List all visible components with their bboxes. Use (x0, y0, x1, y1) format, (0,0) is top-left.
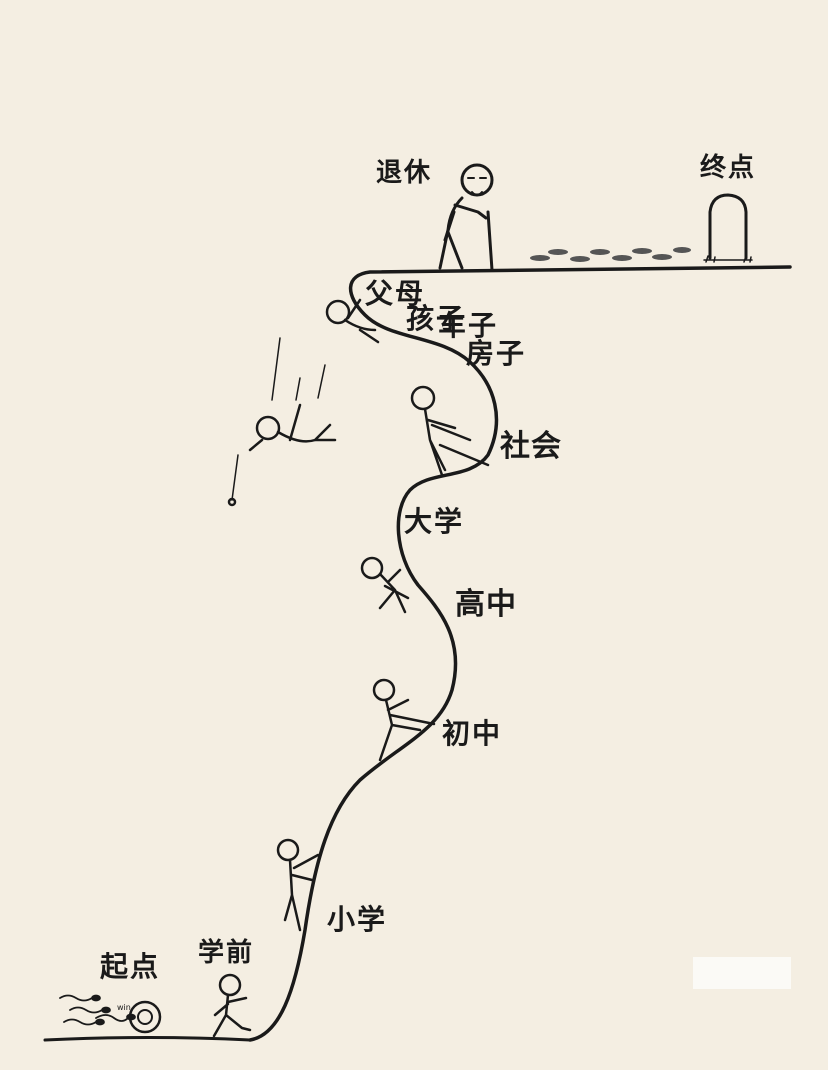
footprints (530, 247, 691, 262)
label-parents: 父母 (365, 277, 426, 310)
climber-juniorhigh-figure (372, 678, 436, 762)
label-university: 大学 (404, 505, 465, 538)
climber-primary-figure (276, 838, 320, 932)
label-primary-school: 小学 (327, 903, 388, 936)
label-car: 车子 (438, 309, 499, 342)
label-children: 孩子 (406, 302, 467, 335)
label-retire: 退休 (376, 158, 433, 188)
tombstone-icon (703, 193, 753, 263)
retired-old-man-figure (438, 163, 494, 272)
climber-society-figure (410, 385, 490, 477)
climber-highschool-figure (360, 556, 410, 614)
sperm-icons (59, 994, 136, 1026)
falling-figure (227, 337, 337, 507)
label-preschool: 学前 (198, 938, 255, 968)
label-society: 社会 (500, 429, 562, 464)
label-start: 起点 (100, 950, 161, 983)
ground-line (43, 1036, 252, 1042)
label-junior-high: 初中 (442, 717, 503, 750)
label-house: 房子 (466, 337, 527, 370)
blank-label-patch (693, 957, 791, 989)
preschool-kid-figure (212, 973, 252, 1038)
label-senior-high: 高中 (455, 587, 517, 622)
label-finish: 终点 (700, 153, 757, 183)
climber-parents-figure (325, 298, 380, 344)
life-path (248, 265, 792, 1042)
sperm-win-tag: win (117, 1003, 131, 1012)
